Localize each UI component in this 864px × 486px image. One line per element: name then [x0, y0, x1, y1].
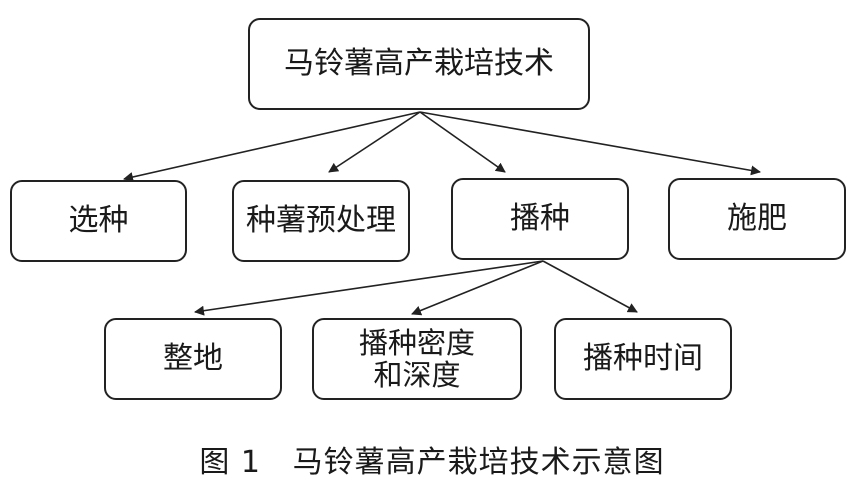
node-zhongshu-yuchuli: 种薯预处理: [232, 180, 410, 262]
node-bozhong-shijian-label: 播种时间: [583, 340, 703, 376]
figure-caption: 图 1 马铃薯高产栽培技术示意图: [199, 445, 665, 480]
root-connectors: [123, 111, 761, 182]
node-zhengdi: 整地: [104, 318, 282, 400]
arrow-root-to-zhongshu-yuchuli: [328, 111, 421, 173]
node-zhongshu-yuchuli-label: 种薯预处理: [246, 202, 396, 238]
node-bozhong-midu-shendu-line1: 播种密度: [358, 325, 475, 360]
node-bozhong: 播种: [451, 178, 629, 260]
arrow-root-to-bozhong: [419, 111, 506, 173]
node-bozhong-shijian: 播种时间: [554, 318, 732, 400]
node-bozhong-midu-shendu-line2: 和深度: [373, 358, 461, 392]
node-bozhong-label: 播种: [510, 200, 570, 236]
bozhong-connectors: [194, 260, 638, 316]
node-shifei: 施肥: [668, 178, 846, 260]
node-shifei-label: 施肥: [727, 200, 787, 236]
root-node-label: 马铃薯高产栽培技术: [284, 45, 554, 81]
arrow-bozhong-to-zhengdi: [194, 260, 544, 316]
arrow-root-to-xuanzhong: [123, 111, 421, 182]
root-node: 马铃薯高产栽培技术: [248, 18, 590, 110]
arrow-bozhong-to-mimi-shendu: [411, 260, 544, 316]
arrow-root-to-shifei: [419, 111, 761, 176]
arrow-bozhong-to-bozhong-shijian: [542, 260, 638, 313]
node-xuanzhong-label: 选种: [68, 202, 129, 238]
node-zhengdi-label: 整地: [163, 340, 223, 376]
node-bozhong-midu-shendu: 播种密度 和深度: [312, 318, 522, 400]
node-xuanzhong: 选种: [10, 180, 187, 262]
